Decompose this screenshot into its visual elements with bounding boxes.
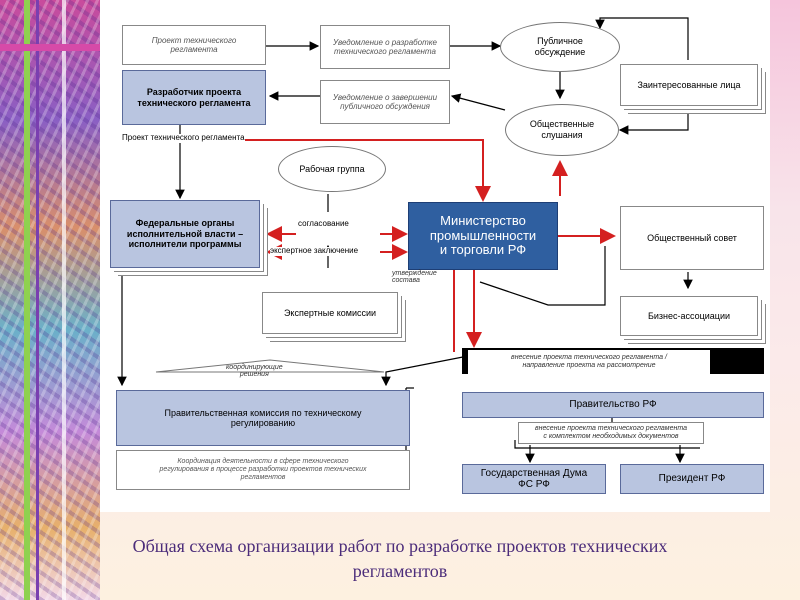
president-box: Президент РФ (620, 464, 764, 494)
public-council-box: Общественный совет (620, 206, 764, 270)
decorative-collage (0, 0, 100, 600)
expert-opinion-label: экспертное заключение (270, 246, 359, 256)
public-discussion-ellipse: Публичное обсуждение (500, 22, 620, 72)
tr-project-box: Проект технического регламента (122, 25, 266, 65)
approval-label: утверждение состава (392, 270, 437, 285)
business-associations-box: Бизнес-ассоциации (620, 296, 758, 336)
decorative-stripe (24, 0, 30, 600)
public-hearings-ellipse: Общественные слушания (505, 104, 619, 156)
tr-project-label: Проект технического регламента (122, 133, 245, 143)
interested-parties-box: Заинтересованные лица (620, 64, 758, 106)
government-box: Правительство РФ (462, 392, 764, 418)
expert-commissions-box: Экспертные комиссии (262, 292, 398, 334)
coordination-box: Координация деятельности в сфере техниче… (116, 450, 410, 490)
developer-box: Разработчик проекта технического регламе… (122, 70, 266, 125)
notice-end-box: Уведомление о завершении публичного обсу… (320, 80, 450, 124)
decorative-stripe (62, 0, 66, 600)
federal-bodies-box: Федеральные органы исполнительной власти… (110, 200, 260, 268)
decorative-stripe (36, 0, 39, 600)
work-group-ellipse: Рабочая группа (278, 146, 386, 192)
decorative-stripe (0, 44, 100, 51)
ministry-box: Министерство промышленности и торговли Р… (408, 202, 558, 270)
duma-box: Государственная Дума ФС РФ (462, 464, 606, 494)
agreement-label: согласование (298, 219, 349, 229)
slide-caption: Общая схема организации работ по разрабо… (132, 536, 668, 582)
coordinating-label: координирующие решения (226, 364, 283, 379)
notice-development-box: Уведомление о разработке технического ре… (320, 25, 450, 69)
submission-label: внесение проекта технического регламента… (468, 350, 710, 374)
submission-docs-label: внесение проекта технического регламента… (518, 422, 704, 444)
gov-commission-box: Правительственная комиссия по техническо… (116, 390, 410, 446)
